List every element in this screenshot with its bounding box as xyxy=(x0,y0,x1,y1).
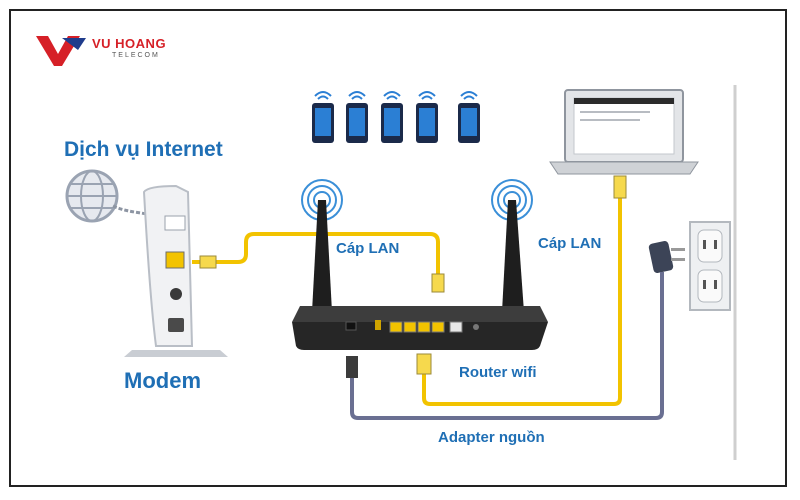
globe-icon xyxy=(65,169,119,223)
lan-plug xyxy=(431,273,445,293)
phone-icon xyxy=(416,91,438,143)
laptop-device xyxy=(549,89,699,175)
antenna-right xyxy=(502,200,524,312)
phones-group xyxy=(312,91,480,143)
power-cable xyxy=(350,272,664,420)
lan-plug xyxy=(613,175,627,199)
brand-subtitle: TELECOM xyxy=(112,52,160,59)
router-device xyxy=(292,179,548,350)
internet-service-label: Dịch vụ Internet xyxy=(64,138,223,161)
phone-icon xyxy=(458,91,480,143)
lan-cable-label-left: Cáp LAN xyxy=(336,240,400,257)
lan-plug xyxy=(416,353,432,375)
phone-icon xyxy=(381,91,403,143)
wall-outlet xyxy=(689,221,731,311)
antenna-left xyxy=(312,200,332,312)
power-adapter-label: Adapter nguồn xyxy=(438,429,545,446)
modem-label: Modem xyxy=(124,368,201,393)
lan-cable-modem-router xyxy=(192,232,440,280)
phone-icon xyxy=(346,91,368,143)
modem-device xyxy=(124,184,228,357)
lan-cable-router-laptop xyxy=(422,196,622,406)
brand-logo-icon xyxy=(36,36,86,66)
router-wifi-label: Router wifi xyxy=(459,364,537,381)
phone-icon xyxy=(312,91,334,143)
power-adapter xyxy=(648,240,685,274)
lan-plug xyxy=(199,255,217,269)
power-plug xyxy=(346,356,358,378)
lan-cable-label-right: Cáp LAN xyxy=(538,235,602,252)
brand-name: VU HOANG xyxy=(92,36,167,51)
